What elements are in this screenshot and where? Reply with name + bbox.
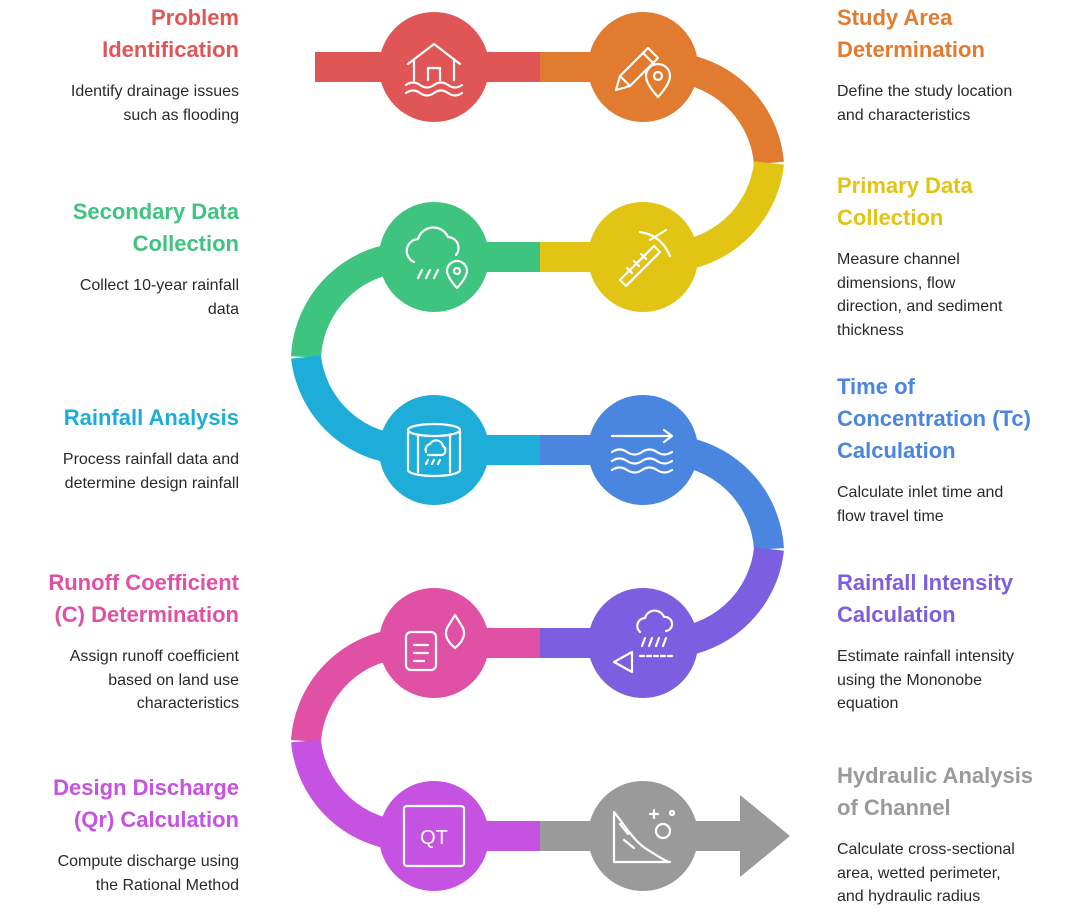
step-description: Estimate rainfall intensity using the Mo… (837, 648, 1014, 712)
step-5-circle (379, 395, 489, 505)
step-description: Collect 10-year rainfall data (79, 277, 239, 318)
step-description: Compute discharge using the Rational Met… (57, 853, 239, 894)
step-10-circle (588, 781, 698, 891)
arrow-head (740, 795, 790, 877)
step-title: Design Discharge (Qr) Calculation (53, 775, 239, 832)
step-title: Runoff Coefficient (C) Determination (48, 570, 239, 627)
step-rainfall-analysis: Rainfall Analysis Process rainfall data … (63, 402, 239, 495)
step-title: Secondary Data Collection (72, 199, 239, 256)
step-title: Rainfall Intensity Calculation (837, 570, 1014, 627)
step-design-discharge: Design Discharge (Qr) Calculation Comput… (53, 772, 239, 897)
step-hydraulic-analysis: Hydraulic Analysis of Channel Calculate … (837, 760, 1033, 909)
step-2-circle (588, 12, 698, 122)
step-4-circle (379, 202, 489, 312)
cloud-rain-location-icon (405, 226, 469, 290)
step-description: Define the study location and characteri… (837, 83, 1013, 124)
step-title: Primary Data Collection (837, 173, 973, 230)
step-problem-identification: Problem Identification Identify drainage… (71, 2, 239, 127)
qt-label: QT (420, 827, 448, 849)
step-8-circle (379, 588, 489, 698)
step-time-of-concentration: Time of Concentration (Tc) Calculation C… (837, 371, 1031, 528)
water-flow-icon (610, 428, 674, 474)
step-title: Study Area Determination (837, 5, 985, 62)
rain-gauge-icon (406, 422, 462, 478)
step-description: Assign runoff coefficient based on land … (69, 648, 239, 712)
step-rainfall-intensity: Rainfall Intensity Calculation Estimate … (837, 567, 1014, 716)
pickaxe-icon (618, 228, 672, 288)
step-title: Time of Concentration (Tc) Calculation (837, 374, 1031, 463)
step-6-circle (588, 395, 698, 505)
house-flood-icon (404, 42, 464, 97)
step-9-circle (379, 781, 489, 891)
step-title: Problem Identification (102, 5, 239, 62)
step-runoff-coefficient: Runoff Coefficient (C) Determination Ass… (48, 567, 239, 716)
step-description: Process rainfall data and determine desi… (62, 451, 239, 492)
step-study-area-determination: Study Area Determination Define the stud… (837, 2, 1012, 127)
step-description: Calculate inlet time and flow travel tim… (837, 484, 1004, 525)
qt-formula-icon (402, 804, 466, 868)
step-description: Calculate cross-sectional area, wetted p… (837, 841, 1015, 905)
document-drop-icon (404, 613, 466, 672)
step-title: Rainfall Analysis (63, 405, 239, 430)
step-secondary-data-collection: Secondary Data Collection Collect 10-yea… (73, 196, 239, 321)
step-description: Measure channel dimensions, flow directi… (837, 251, 1003, 339)
landslide-slope-icon (612, 808, 676, 864)
step-description: Identify drainage issues such as floodin… (70, 83, 239, 124)
step-primary-data-collection: Primary Data Collection Measure channel … (837, 170, 1002, 342)
rain-intensity-icon (612, 609, 674, 674)
pencil-location-icon (614, 46, 672, 99)
step-title: Hydraulic Analysis of Channel (837, 763, 1034, 820)
